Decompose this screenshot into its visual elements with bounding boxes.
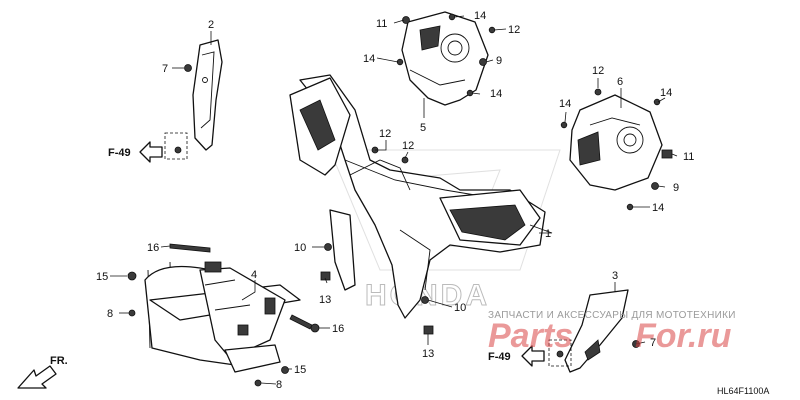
arrow-left-icon-bottom — [521, 345, 545, 367]
callout-14-f: 14 — [652, 202, 664, 214]
watermark-brand-a: Parts — [488, 317, 573, 355]
callout-14-a: 14 — [474, 10, 486, 22]
callout-12-mid-a: 12 — [379, 128, 391, 140]
leader-lines — [110, 15, 678, 385]
callout-15-left: 15 — [96, 271, 108, 283]
honda-logo-watermark: HONDA — [365, 279, 490, 312]
callout-1: 1 — [545, 228, 551, 240]
callout-16-left: 16 — [147, 242, 159, 254]
callout-3: 3 — [612, 270, 618, 282]
front-indicator: FR. — [17, 355, 68, 389]
ref-label-left: F-49 — [108, 147, 131, 159]
callout-12-upper: 12 — [508, 24, 520, 36]
callout-13-left: 13 — [319, 294, 331, 306]
watermark-caption: ЗАПЧАСТИ И АКСЕССУАРЫ ДЛЯ МОТОТЕХНИКИ — [488, 310, 736, 321]
callout-12-right: 12 — [592, 65, 604, 77]
callout-14-d: 14 — [559, 98, 571, 110]
callout-10-left: 10 — [294, 242, 306, 254]
callout-16-right: 16 — [332, 323, 344, 335]
callout-11-right: 11 — [683, 151, 694, 163]
clip-icon-lower — [556, 350, 564, 358]
callout-15-bottom: 15 — [294, 364, 306, 376]
part-3-lower-bracket — [564, 289, 629, 373]
callout-9-right: 9 — [673, 182, 679, 194]
ref-arrow-left: F-49 — [108, 141, 163, 163]
callout-5: 5 — [420, 122, 426, 134]
callout-numbers: 1 2 3 4 5 6 7 7 8 8 9 9 10 10 11 11 12 1… — [96, 10, 694, 391]
callout-8-left: 8 — [107, 308, 113, 320]
part-4-guard-frame — [144, 261, 301, 373]
part-2-bracket — [192, 39, 223, 151]
callout-7-upper: 7 — [162, 63, 168, 75]
hidden-clip-box-lower — [548, 339, 572, 367]
callout-14-b: 14 — [363, 53, 375, 65]
fasteners — [127, 13, 673, 387]
hidden-clip-box — [164, 132, 188, 160]
callout-11-upper: 11 — [376, 18, 387, 30]
callout-14-c: 14 — [490, 88, 502, 100]
diagram-code: HL64F1100A — [717, 386, 769, 396]
clip-icon — [174, 146, 182, 154]
callout-8-bottom: 8 — [276, 379, 282, 391]
callout-7-lower: 7 — [650, 337, 656, 349]
callout-10-right: 10 — [454, 302, 466, 314]
callout-14-e: 14 — [660, 87, 672, 99]
callout-4: 4 — [251, 269, 257, 281]
callout-9-upper: 9 — [496, 55, 502, 67]
ref-label-bottom: F-49 — [488, 351, 511, 363]
front-arrow-icon — [17, 365, 57, 389]
ref-arrow-bottom: F-49 — [488, 345, 545, 367]
part-6-right-cover — [569, 94, 663, 191]
front-label: FR. — [50, 355, 68, 367]
callout-13-mid: 13 — [422, 348, 434, 360]
callout-2: 2 — [208, 19, 214, 31]
callout-6: 6 — [617, 76, 623, 88]
watermark-brand-b: For.ru — [635, 317, 732, 355]
part-5-upper-cover — [401, 11, 489, 106]
arrow-left-icon — [139, 141, 163, 163]
part-1-front-panel — [289, 74, 546, 319]
callout-12-mid-b: 12 — [402, 140, 414, 152]
